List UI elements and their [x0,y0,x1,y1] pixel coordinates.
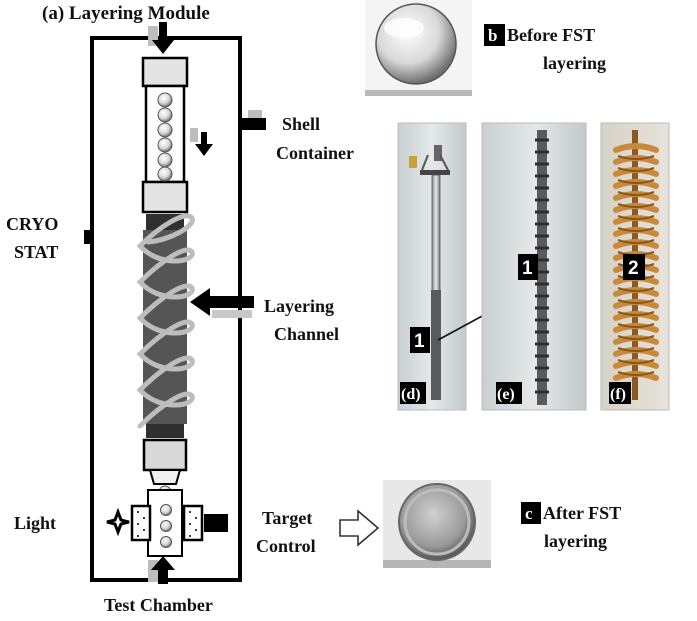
panel-c: c After FST layering [383,480,621,568]
panel-c-text-1: After FST [543,503,621,523]
layering-channel-coil [136,213,195,429]
shell-sphere [157,137,173,153]
panel-c-inner-layer [403,488,471,556]
panel-d-tag-box [400,382,426,404]
feed-down-arrow [152,22,174,54]
panel-b-text-1: Before FST [507,25,595,45]
panel-d-number: 1 [414,331,425,352]
layering-module-label: (a) Layering Module [42,3,210,24]
chamber-sphere [160,504,172,516]
panel-e-number-box [518,254,538,280]
panel-c-tag: c [525,504,533,523]
panel-f-number: 2 [628,258,639,279]
target-control-label: Target [262,508,312,528]
left-window-dots [137,511,145,537]
panel-f-tag-box [609,382,631,404]
layering-channel-bottom [146,424,184,438]
light-label: Light [14,513,56,533]
shell-container-gray [248,110,262,118]
cryostat-label: CRYO [6,214,58,234]
cryostat-schematic [84,22,380,584]
test-chamber-label: Test Chamber [104,595,213,615]
cryostat-marker [84,230,94,244]
shell-stack [157,92,173,182]
shell-container-label-2: Container [276,143,354,163]
chamber-sphere [160,520,172,532]
bottom-up-arrow [151,556,175,584]
target-control-label-2: Control [256,536,316,556]
cryostat-label-2: STAT [14,242,58,262]
panel-f: (f) 2 [600,122,670,411]
right-window [182,504,204,542]
feed-gray-bar [148,26,158,46]
panel-b-tag-box [484,24,505,46]
layering-channel-label: Layering [264,296,334,316]
bottom-gray-bar [148,560,158,582]
panel-c-shell [398,483,476,561]
panel-e-rod [537,130,547,405]
panel-e-tag-box [496,382,522,404]
layering-module-top-cap [141,56,189,88]
panel-f-tag: (f) [610,386,626,403]
panel-c-text-2: layering [544,531,607,551]
left-window [130,504,152,542]
panel-e-number: 1 [522,258,533,279]
target-control-arrow [339,509,380,547]
shell-sphere [157,107,173,123]
panel-d-number-box [410,327,430,353]
panel-d-fixture [409,145,450,175]
panel-d-tag: (d) [401,386,421,403]
panel-d-coil-section [431,290,441,400]
panel-f-number-box [623,254,645,280]
panel-b-tag: b [488,26,497,45]
panel-b-highlight [384,18,424,38]
test-chamber-head [142,438,188,472]
channel-arrow-gray [212,310,252,318]
panel-e: (e) 1 [481,122,587,411]
layering-channel-label-2: Channel [274,324,339,344]
panel-b-base [365,90,472,96]
shell-sphere [157,152,173,168]
layering-module-bottom-cap [141,180,189,214]
panel-c-tag-box [521,502,541,524]
light-star-icon [106,507,130,537]
panel-d: (d) 1 [397,122,467,411]
right-window-dots [189,511,197,537]
panel-b-shell [375,3,457,85]
test-chamber-nozzle [148,469,182,485]
channel-left-arrow [190,288,254,316]
shell-container-marker [238,118,266,130]
panel-c-base [383,560,491,568]
panel-e-tag: (e) [497,386,515,403]
inner-down-arrow [195,132,213,156]
panel-e-coil-texture [535,138,549,394]
shell-sphere [157,92,173,108]
panel-b-text-2: layering [543,53,606,73]
shell-sphere [157,166,173,182]
shell-sphere [157,122,173,138]
panel-b: b Before FST layering [365,0,606,96]
detector-block [204,514,228,532]
shell-container-label: Shell [282,114,320,134]
chamber-sphere [160,536,172,548]
inner-gray-bar [190,128,198,142]
